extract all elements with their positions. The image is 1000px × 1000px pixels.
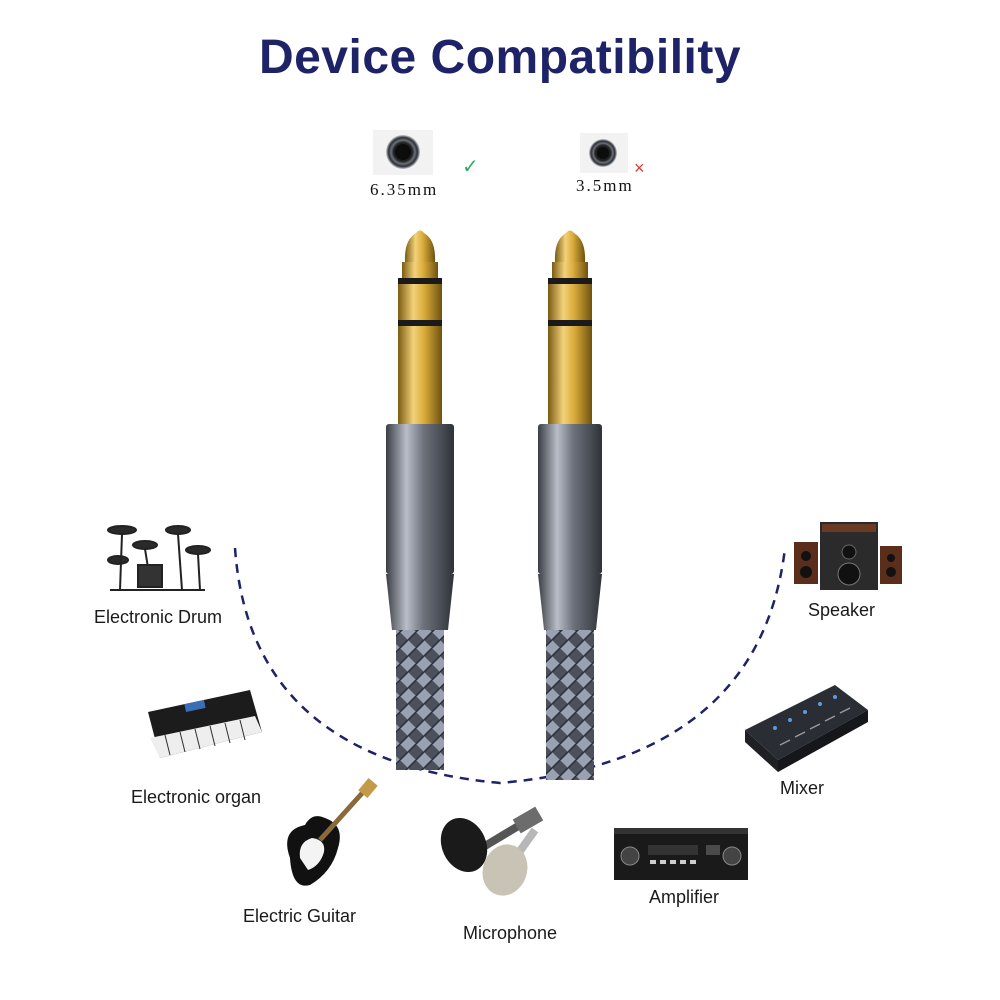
page-title: Device Compatibility <box>258 31 742 84</box>
label-microphone: Microphone <box>463 923 558 943</box>
microphone-icon <box>440 806 544 896</box>
label-electronic-organ: Electronic organ <box>131 787 262 807</box>
check-icon: ✓ <box>462 156 479 178</box>
label-electronic-drum: Electronic Drum <box>94 607 223 627</box>
mixer-icon <box>745 685 868 772</box>
guitar-icon <box>287 778 378 886</box>
jack-635-label: 6.35mm <box>370 180 439 199</box>
jack-635-icon <box>373 130 433 175</box>
amplifier-icon <box>614 828 748 880</box>
label-amplifier: Amplifier <box>649 887 720 907</box>
dashed-arc <box>233 547 787 785</box>
drum-kit-icon <box>107 525 211 591</box>
label-electric-guitar: Electric Guitar <box>243 906 357 926</box>
jack-35-label: 3.5mm <box>576 176 634 195</box>
label-mixer: Mixer <box>780 778 824 798</box>
label-speaker: Speaker <box>808 600 876 620</box>
plug-right <box>538 230 602 780</box>
plug-left <box>386 230 454 770</box>
speaker-icon <box>794 522 902 590</box>
jack-35-icon <box>580 133 628 173</box>
keyboard-icon <box>148 690 262 758</box>
cross-icon: × <box>634 158 645 178</box>
